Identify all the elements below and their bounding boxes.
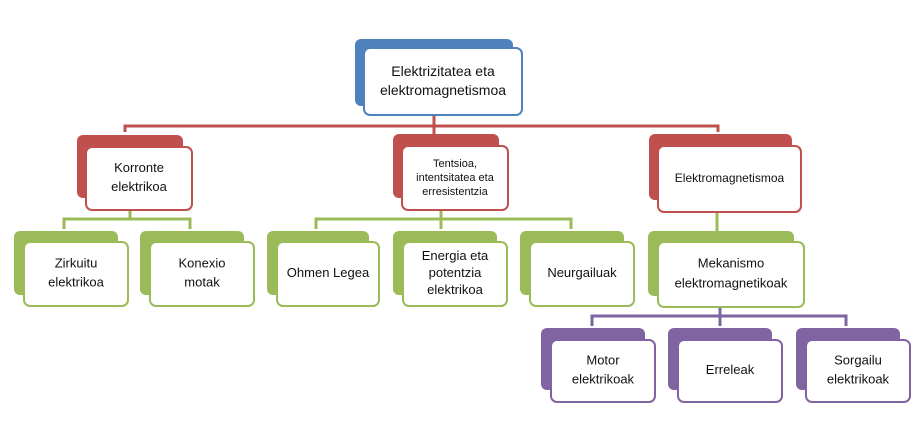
node-level2-3-box — [276, 241, 380, 307]
node-level2-6-box — [657, 241, 805, 308]
node-level2-5-box — [529, 241, 635, 307]
node-level3-1-box — [550, 339, 656, 403]
node-level3-2[interactable]: Erreleak — [668, 328, 783, 403]
connector-korronte-bar — [62, 217, 192, 229]
node-level1-1-box — [85, 146, 193, 211]
node-level2-3[interactable]: Ohmen Legea — [267, 231, 380, 307]
connector-lines — [62, 116, 848, 326]
node-level1-3[interactable]: Elektromagnetismoa — [649, 134, 802, 213]
connector-tentsioa-bar — [314, 217, 573, 229]
node-level2-3-label: Ohmen Legea — [287, 265, 370, 280]
node-level3-2-box — [677, 339, 783, 403]
node-level2-1-box — [23, 241, 129, 307]
node-level3-3-box — [805, 339, 911, 403]
node-root-box — [363, 47, 523, 116]
node-level1-3-label: Elektromagnetismoa — [675, 171, 785, 185]
node-level2-5-label: Neurgailuak — [547, 265, 617, 280]
node-level2-5[interactable]: Neurgailuak — [520, 231, 635, 307]
connector-level1-bar — [123, 124, 720, 132]
node-level1-2-box — [401, 145, 509, 211]
node-level1-3-box — [657, 145, 802, 213]
node-level3-2-label: Erreleak — [706, 362, 755, 377]
node-level2-2-box — [149, 241, 255, 307]
node-level2-4-box — [402, 241, 508, 307]
